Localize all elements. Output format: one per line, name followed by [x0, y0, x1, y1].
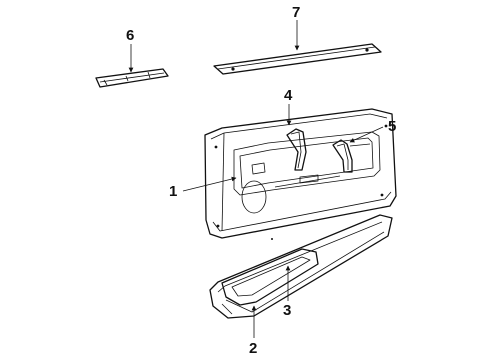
callout-2: 2 — [249, 340, 257, 357]
callout-4: 4 — [284, 87, 293, 104]
pull-handle-left — [286, 128, 307, 171]
armrest-assembly — [209, 214, 393, 319]
callout-7: 7 — [292, 4, 300, 21]
window-molding-strip — [213, 43, 382, 75]
armrest-insert — [221, 248, 319, 306]
callout-5: 5 — [388, 118, 396, 135]
belt-molding-piece — [95, 68, 169, 88]
door-trim-panel — [204, 108, 397, 240]
callout-6: 6 — [126, 27, 134, 44]
pull-handle-right — [332, 139, 353, 173]
callout-1: 1 — [169, 183, 177, 200]
callout-3: 3 — [283, 302, 291, 319]
leader-lines — [128, 20, 384, 338]
